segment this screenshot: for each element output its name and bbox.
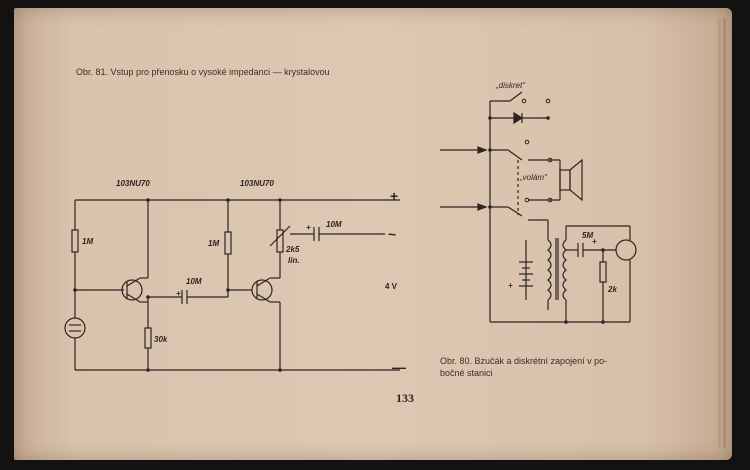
label-r3: 30k bbox=[154, 335, 168, 344]
transistor-t2 bbox=[251, 279, 273, 301]
figure-81-junctions bbox=[73, 198, 282, 372]
loudspeaker bbox=[559, 169, 571, 191]
label-c2: 10M bbox=[326, 220, 342, 229]
label-c1-plus: + bbox=[176, 289, 181, 298]
label-voltage: 4 V bbox=[385, 282, 398, 291]
label-5m: 5M bbox=[582, 231, 593, 240]
negative-terminal: — bbox=[392, 359, 406, 375]
positive-terminal: + bbox=[390, 188, 398, 204]
page-edge bbox=[723, 18, 726, 448]
label-cap-plus: + bbox=[592, 237, 597, 246]
label-r1: 1M bbox=[82, 237, 93, 246]
figure-80-caption-line-1: Obr. 80. Bzučák a diskrétní zapojení v p… bbox=[440, 356, 608, 366]
figure-80-junctions bbox=[488, 116, 605, 324]
label-volam: „volám" bbox=[519, 173, 548, 182]
label-t2: 103NU70 bbox=[240, 179, 274, 188]
ac-output-symbol: ~ bbox=[388, 226, 396, 242]
page-edge bbox=[718, 18, 721, 448]
input-arrow bbox=[477, 203, 488, 211]
figure-80-caption-line-2: bočné stanici bbox=[440, 368, 493, 378]
transistor-t1 bbox=[121, 279, 143, 301]
label-c1: 10M bbox=[186, 277, 202, 286]
transformer-secondary bbox=[562, 239, 567, 301]
transformer-primary bbox=[547, 239, 552, 301]
resistor-r2 bbox=[224, 231, 232, 255]
earphone-symbol bbox=[615, 239, 637, 261]
page-number: 133 bbox=[396, 391, 414, 405]
label-c2-plus: + bbox=[306, 223, 311, 232]
diode-symbol bbox=[513, 111, 524, 125]
label-pot: 2k5 bbox=[285, 245, 300, 254]
label-battery-plus: + bbox=[508, 281, 513, 290]
loudspeaker-cone bbox=[569, 158, 583, 202]
label-t1: 103NU70 bbox=[116, 179, 150, 188]
switch-diskret bbox=[509, 91, 523, 102]
label-r2: 1M bbox=[208, 239, 219, 248]
switch-lower bbox=[507, 206, 523, 217]
crystal-pickup-symbol bbox=[64, 317, 86, 339]
figure-80-circuit bbox=[440, 91, 637, 323]
switch-upper bbox=[507, 149, 523, 161]
label-pot-lin: lin. bbox=[288, 256, 300, 265]
figure-81-caption: Obr. 81. Vstup pro přenosku o vysoké imp… bbox=[76, 67, 330, 77]
resistor-2k bbox=[599, 261, 607, 283]
label-diskret: „diskret" bbox=[495, 81, 526, 90]
input-arrow bbox=[477, 146, 488, 154]
figure-81-circuit bbox=[64, 199, 400, 371]
resistor-r1 bbox=[71, 229, 79, 253]
label-2k: 2k bbox=[607, 285, 617, 294]
resistor-r3 bbox=[144, 327, 152, 349]
